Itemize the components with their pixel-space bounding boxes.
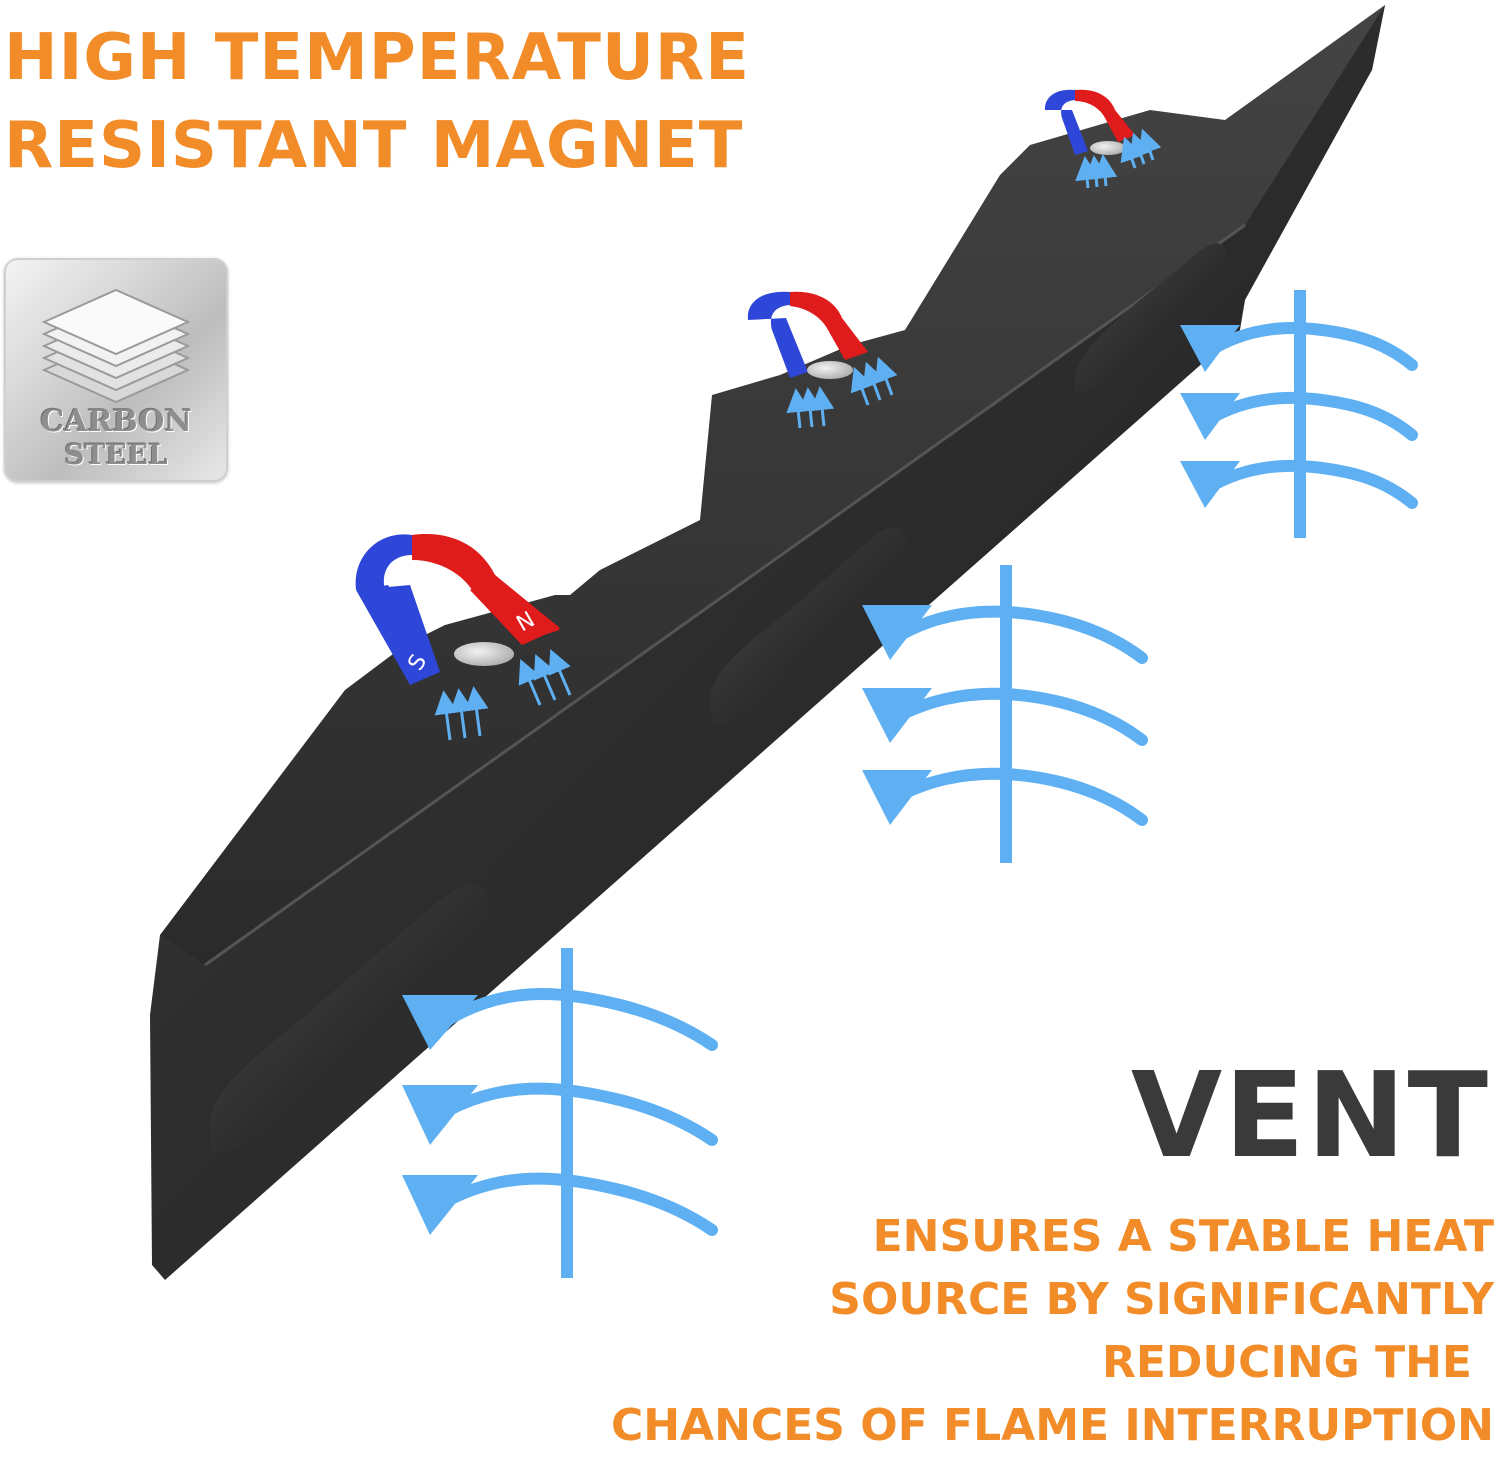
badge-label: STEEL [64, 438, 168, 471]
vent-title: VENT [1130, 1046, 1490, 1184]
vent-slot [710, 527, 907, 726]
badge-label: CARBON [40, 404, 192, 439]
vent-description-line: SOURCE BY SIGNIFICANTLY [829, 1274, 1494, 1325]
airflow-arrowheads [862, 605, 932, 825]
heat-plate-top-flange [160, 5, 1385, 975]
stacked-layers-icon [41, 288, 191, 404]
carbon-steel-badge: CARBON STEEL [4, 258, 228, 482]
airflow-arrowheads [1180, 325, 1240, 508]
headline: HIGH TEMPERATURE RESISTANT MAGNET [4, 14, 750, 190]
horseshoe-magnet-icon [355, 534, 560, 685]
horseshoe-magnet-icon [1044, 89, 1135, 155]
horseshoe-magnet-icon [747, 291, 868, 379]
headline-line: RESISTANT MAGNET [4, 109, 744, 183]
airflow-icon [1202, 290, 1418, 538]
vent-description-line: CHANCES OF FLAME INTERRUPTION [610, 1400, 1494, 1451]
vent-description-line: ENSURES A STABLE HEAT [872, 1211, 1494, 1262]
vent-slot [210, 884, 490, 1153]
headline-line: HIGH TEMPERATURE [4, 21, 750, 95]
vent-description: ENSURES A STABLE HEAT SOURCE BY SIGNIFIC… [394, 1205, 1494, 1457]
vent-description-line: REDUCING THE [1101, 1337, 1472, 1388]
airflow-icon [434, 948, 718, 1278]
airflow-icon [889, 565, 1148, 863]
magnetic-arrows-icon [434, 128, 1162, 741]
vent-slot [1075, 243, 1227, 394]
airflow-arrowheads [402, 995, 478, 1235]
